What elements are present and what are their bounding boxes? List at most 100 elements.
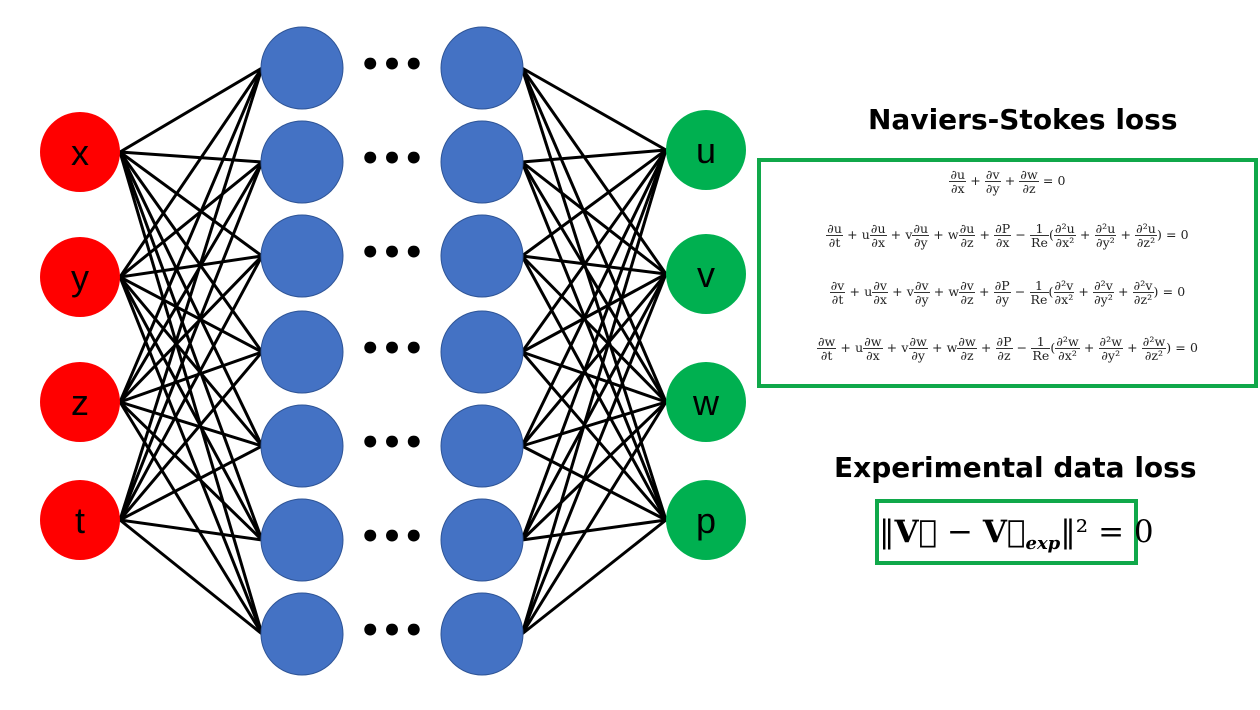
hidden1-node-5 — [260, 498, 344, 582]
edge-input-1-hidden1-5 — [118, 276, 264, 541]
output-node-p — [666, 480, 746, 560]
edge-input-0-hidden1-1 — [119, 150, 263, 164]
edge-hidden2-4-output-0 — [520, 149, 668, 447]
edge-input-0-hidden1-5 — [118, 151, 264, 541]
hidden2-node-0 — [440, 26, 524, 110]
edge-input-3-hidden1-0 — [118, 67, 264, 521]
input-label-y: y — [71, 257, 89, 298]
hidden1-node-3 — [260, 310, 344, 394]
hidden1-node-1 — [260, 120, 344, 204]
hidden1-node-0 — [260, 26, 344, 110]
edge-hidden2-2-output-1 — [521, 254, 667, 276]
edge-hidden2-0-output-1 — [520, 67, 668, 275]
edge-input-1-hidden1-3 — [119, 275, 263, 354]
edge-input-1-hidden1-1 — [119, 160, 263, 279]
edge-hidden2-6-output-3 — [521, 518, 667, 636]
edge-input-2-hidden1-0 — [118, 67, 264, 403]
edge-input-0-hidden1-6 — [118, 151, 264, 635]
edge-hidden2-1-output-1 — [521, 160, 667, 276]
exp-loss-equation: ‖V⃗ − V⃗exp‖² = 0 — [879, 514, 1154, 555]
edge-input-2-hidden1-5 — [118, 400, 264, 542]
edge-input-3-hidden1-3 — [118, 351, 264, 521]
input-node-t — [40, 480, 120, 560]
input-node-x — [40, 112, 120, 192]
edge-input-3-hidden1-4 — [119, 444, 263, 522]
edge-hidden2-6-output-2 — [520, 401, 668, 635]
edge-input-2-hidden1-1 — [118, 161, 264, 403]
edge-hidden2-0-output-3 — [520, 67, 668, 521]
ellipsis-0: ••• — [359, 45, 424, 85]
edge-hidden2-5-output-2 — [520, 400, 668, 542]
exp-loss-box: ‖V⃗ − V⃗exp‖² = 0 — [875, 499, 1154, 565]
ellipsis-5: ••• — [359, 517, 424, 557]
edge-hidden2-2-output-0 — [521, 148, 667, 258]
edge-input-2-hidden1-4 — [119, 400, 263, 448]
ellipsis-1: ••• — [359, 139, 424, 179]
edge-input-0-hidden1-3 — [118, 151, 264, 353]
edge-input-1-hidden1-2 — [119, 254, 263, 279]
edge-input-1-hidden1-6 — [118, 276, 264, 635]
edge-input-1-hidden1-4 — [118, 276, 264, 447]
hidden2-node-6 — [440, 592, 524, 676]
edge-hidden2-5-output-1 — [520, 273, 668, 541]
edge-hidden2-4-output-1 — [520, 273, 668, 447]
input-node-z — [40, 362, 120, 442]
output-label-v: v — [697, 254, 715, 295]
input-label-t: t — [75, 500, 85, 541]
output-node-u — [666, 110, 746, 190]
input-node-y — [40, 237, 120, 317]
output-node-v — [666, 234, 746, 314]
nodes-layer — [40, 26, 746, 676]
output-label-u: u — [696, 130, 716, 171]
ellipsis-4: ••• — [359, 423, 424, 463]
hidden2-node-4 — [440, 404, 524, 488]
edge-input-2-hidden1-2 — [118, 254, 264, 404]
ns-loss-box: ∂u∂x + ∂v∂y + ∂w∂z = 0 ∂u∂t + u∂u∂x + v∂… — [757, 158, 1258, 388]
edge-input-0-hidden1-0 — [119, 66, 263, 154]
edge-hidden2-0-output-0 — [521, 66, 667, 152]
edge-hidden2-3-output-3 — [520, 351, 668, 521]
edge-input-0-hidden1-2 — [119, 150, 263, 258]
edge-input-3-hidden1-6 — [119, 518, 263, 636]
labels-layer: x y z t ••• ••• ••• ••• ••• ••• ••• u v w p — [71, 45, 720, 651]
edges-layer — [118, 66, 668, 636]
edge-hidden2-3-output-1 — [521, 272, 667, 354]
output-label-w: w — [692, 382, 720, 423]
ellipsis-2: ••• — [359, 233, 424, 273]
edge-input-2-hidden1-3 — [119, 350, 263, 404]
hidden1-node-4 — [260, 404, 344, 488]
edge-hidden2-4-output-3 — [521, 444, 667, 522]
edge-hidden2-3-output-0 — [520, 149, 668, 353]
edge-hidden2-0-output-2 — [520, 67, 668, 403]
hidden1-node-2 — [260, 214, 344, 298]
edge-input-3-hidden1-5 — [119, 518, 263, 542]
continuity-equation: ∂u∂x + ∂v∂y + ∂w∂z = 0 — [949, 167, 1066, 197]
edge-hidden2-2-output-2 — [520, 254, 668, 404]
hidden2-node-1 — [440, 120, 524, 204]
ellipsis-6: ••• — [359, 611, 424, 651]
edge-input-3-hidden1-2 — [118, 255, 264, 521]
edge-hidden2-6-output-1 — [520, 273, 668, 635]
edge-hidden2-1-output-2 — [520, 161, 668, 403]
edge-hidden2-3-output-2 — [521, 350, 667, 404]
output-node-w — [666, 362, 746, 442]
hidden1-node-6 — [260, 592, 344, 676]
input-label-z: z — [71, 382, 89, 423]
hidden2-node-2 — [440, 214, 524, 298]
edge-hidden2-1-output-0 — [521, 148, 667, 164]
ns-loss-title: Naviers-Stokes loss — [868, 103, 1178, 136]
exp-loss-title: Experimental data loss — [834, 451, 1197, 484]
hidden2-node-3 — [440, 310, 524, 394]
edge-hidden2-5-output-0 — [520, 149, 668, 541]
edge-input-3-hidden1-1 — [118, 161, 264, 521]
ellipsis-3: ••• — [359, 329, 424, 369]
input-label-x: x — [71, 132, 89, 173]
hidden2-node-5 — [440, 498, 524, 582]
edge-input-1-hidden1-0 — [118, 67, 264, 278]
output-label-p: p — [696, 500, 716, 541]
